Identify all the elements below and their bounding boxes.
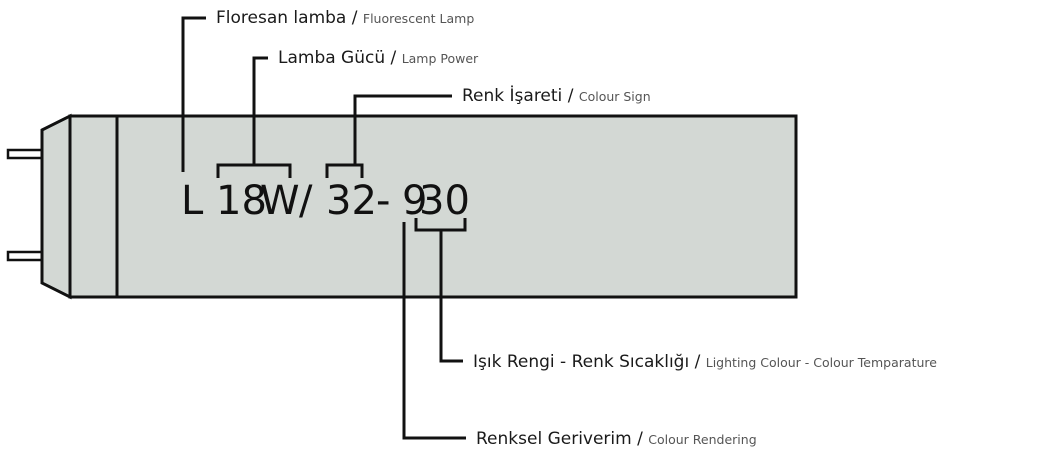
code-temperature: 30 <box>419 178 470 224</box>
label-fluorescent-tr: Floresan lamba <box>216 8 346 28</box>
code-slash: / <box>299 178 313 224</box>
label-rendering-tr: Renksel Geriverim <box>476 429 632 449</box>
label-fluorescent-sep: / <box>346 8 363 28</box>
leader-fluorescent <box>181 16 206 172</box>
label-power: Lamba Gücü / Lamp Power <box>278 48 479 68</box>
leader-colour-sign <box>353 94 452 165</box>
label-colour-sign-sep: / <box>562 86 579 106</box>
label-colour-sign: Renk İşareti / Colour Sign <box>462 85 651 106</box>
label-power-sep: / <box>385 48 402 68</box>
code-rendering: 9 <box>402 178 427 224</box>
label-fluorescent: Floresan lamba / Fluorescent Lamp <box>216 8 474 28</box>
label-rendering: Renksel Geriverim / Colour Rendering <box>476 429 757 449</box>
label-light-colour-sep: / <box>689 352 706 372</box>
pin-bottom <box>6 250 44 262</box>
code-type: L <box>181 178 204 224</box>
code-colour: 32 <box>326 178 377 224</box>
lamp-body <box>68 114 798 299</box>
label-rendering-en: Colour Rendering <box>648 432 756 447</box>
end-cap <box>40 113 72 300</box>
label-light-colour: Işık Rengi - Renk Sıcaklığı / Lighting C… <box>473 352 937 372</box>
label-power-en: Lamp Power <box>402 51 479 66</box>
code-dash: - <box>376 178 390 224</box>
leader-power <box>252 56 268 165</box>
label-colour-sign-en: Colour Sign <box>579 89 651 104</box>
code-unit: W <box>260 178 300 224</box>
label-light-colour-tr: Işık Rengi - Renk Sıcaklığı <box>473 352 689 372</box>
pin-top <box>6 148 44 160</box>
leader-light-colour <box>439 230 463 363</box>
label-rendering-sep: / <box>632 429 649 449</box>
label-light-colour-en: Lighting Colour - Colour Temparature <box>706 355 938 370</box>
label-power-tr: Lamba Gücü <box>278 48 385 68</box>
label-fluorescent-en: Fluorescent Lamp <box>363 11 474 26</box>
bracket-colour-sign <box>325 163 364 178</box>
leader-rendering <box>402 222 466 440</box>
code-power: 18 <box>216 178 267 224</box>
label-colour-sign-tr: Renk İşareti <box>462 85 562 106</box>
